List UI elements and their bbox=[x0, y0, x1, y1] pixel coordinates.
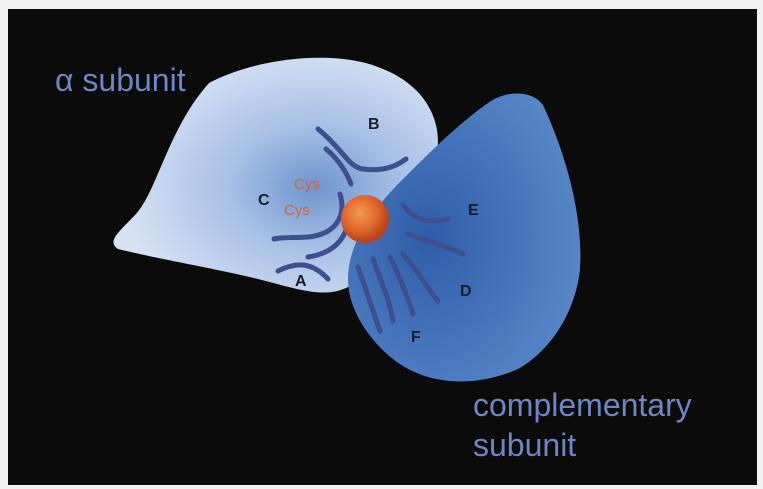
complementary-subunit-label-line2: subunit bbox=[473, 427, 576, 463]
complementary-subunit-label-line1: complementary bbox=[473, 387, 692, 423]
loop-label-f: F bbox=[411, 329, 421, 346]
loop-label-e: E bbox=[468, 202, 479, 219]
ligand-ball bbox=[341, 195, 389, 243]
cys-label-bottom: Cys bbox=[284, 202, 310, 219]
loop-label-c: C bbox=[258, 192, 270, 209]
loop-label-d: D bbox=[460, 283, 472, 300]
loop-label-a: A bbox=[295, 273, 307, 290]
alpha-subunit-label: α subunit bbox=[55, 62, 186, 98]
cys-label-top: Cys bbox=[294, 176, 320, 193]
diagram-panel: B C A E D F Cys Cys α subunit complement… bbox=[8, 9, 757, 485]
loop-label-b: B bbox=[368, 116, 380, 133]
